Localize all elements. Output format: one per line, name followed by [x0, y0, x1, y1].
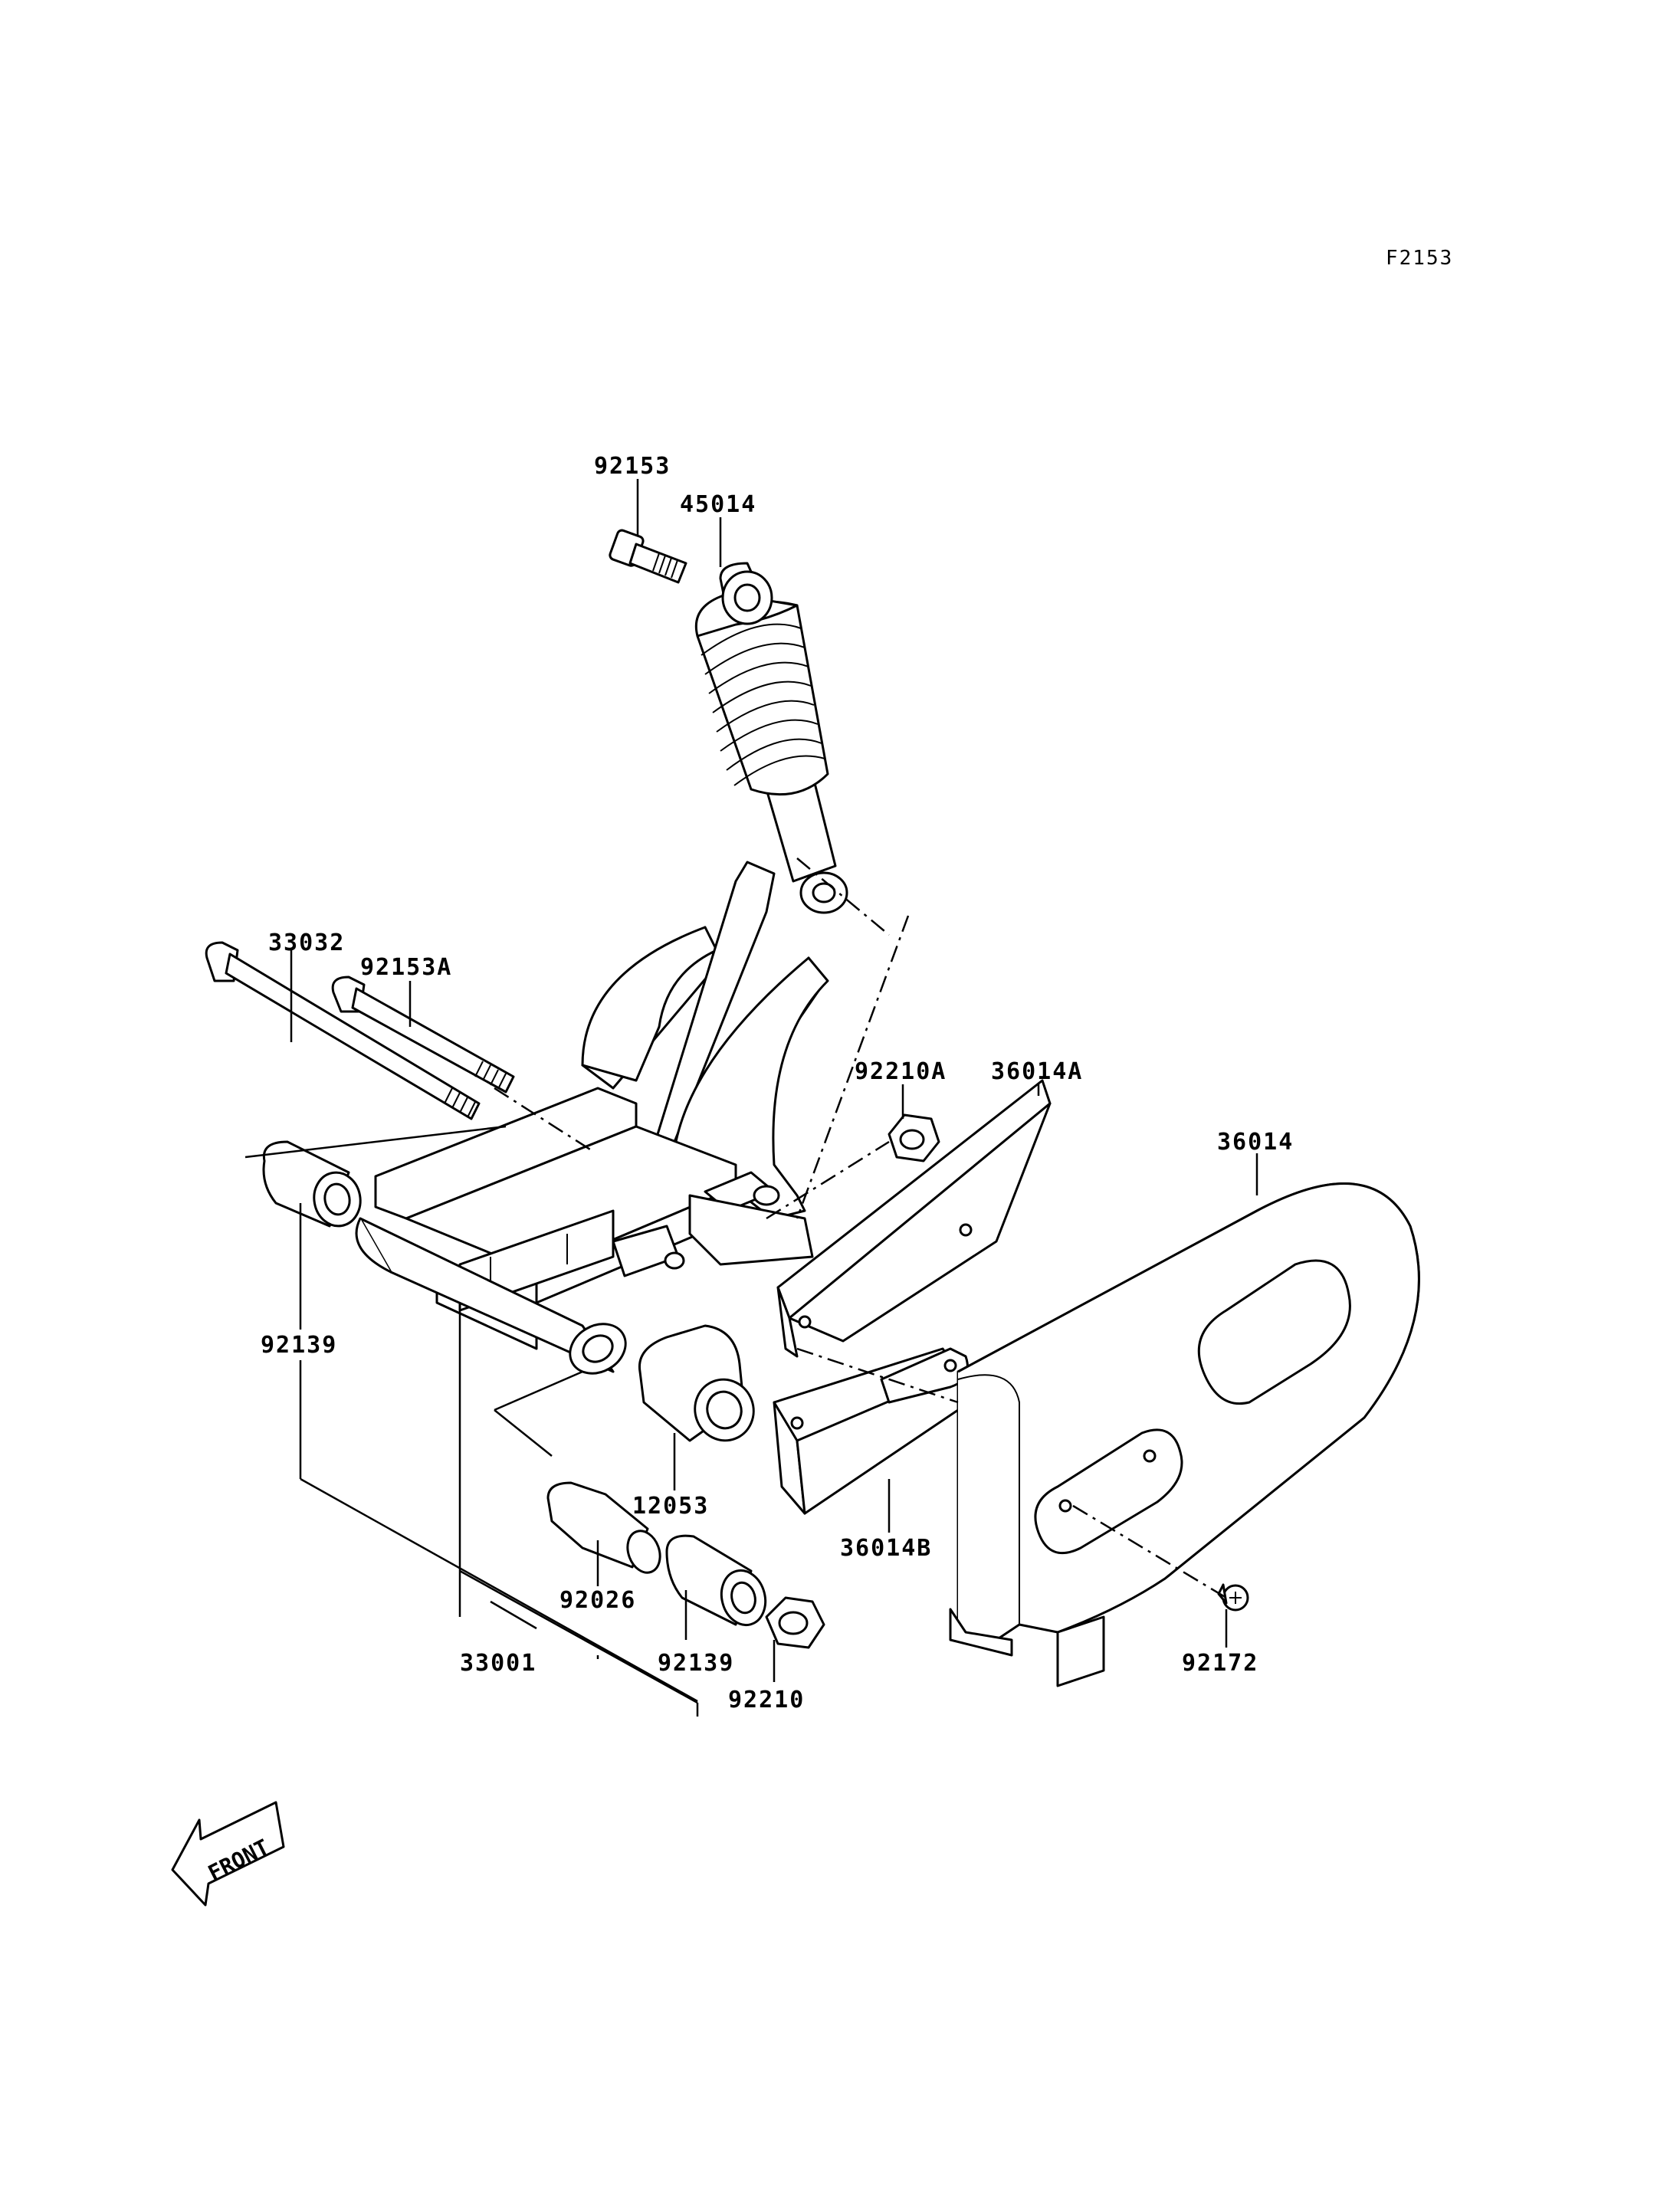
- nut-92210A: [888, 1113, 940, 1162]
- label-36014: 36014: [1217, 1129, 1294, 1156]
- label-33001: 33001: [460, 1650, 536, 1677]
- bushing-92139-bottom: [665, 1534, 767, 1627]
- bolt-33032: [205, 941, 481, 1120]
- label-92153A: 92153A: [360, 954, 452, 981]
- pivot-tube: [355, 1217, 627, 1375]
- chain-guard-36014A: [776, 1079, 1052, 1358]
- label-92153: 92153: [594, 453, 671, 480]
- label-92139-left: 92139: [261, 1332, 337, 1359]
- label-92172: 92172: [1182, 1650, 1258, 1677]
- sleeve-92026: [546, 1481, 661, 1574]
- label-92026: 92026: [559, 1587, 636, 1614]
- swing-arm-frame: [374, 861, 829, 1350]
- label-92210: 92210: [728, 1687, 805, 1713]
- label-92139-bottom: 92139: [658, 1650, 734, 1677]
- label-33032: 33032: [268, 930, 345, 956]
- shock-absorber: [694, 562, 848, 914]
- label-12053: 12053: [632, 1493, 709, 1520]
- screw-92172: [1217, 1583, 1249, 1612]
- label-92210A: 92210A: [855, 1058, 947, 1085]
- assembly-lines: [494, 857, 1227, 1599]
- nut-92210: [765, 1596, 825, 1649]
- chain-case-36014: [949, 1182, 1420, 1687]
- bolt-92153A: [331, 976, 515, 1094]
- bushing-92139-left: [262, 1140, 362, 1228]
- label-36014A: 36014A: [991, 1058, 1083, 1085]
- bolt-92153: [609, 529, 687, 584]
- leader-lines: [244, 479, 1258, 1717]
- front-arrow-icon: FRONT: [171, 1801, 285, 1907]
- label-36014B: 36014B: [840, 1535, 932, 1562]
- collar-12053: [638, 1324, 755, 1442]
- part-labels: 92153 45014 33032 92153A 92210A 36014A 3…: [261, 453, 1294, 1713]
- diagram-code: F2153: [1386, 247, 1453, 270]
- label-45014: 45014: [680, 491, 756, 518]
